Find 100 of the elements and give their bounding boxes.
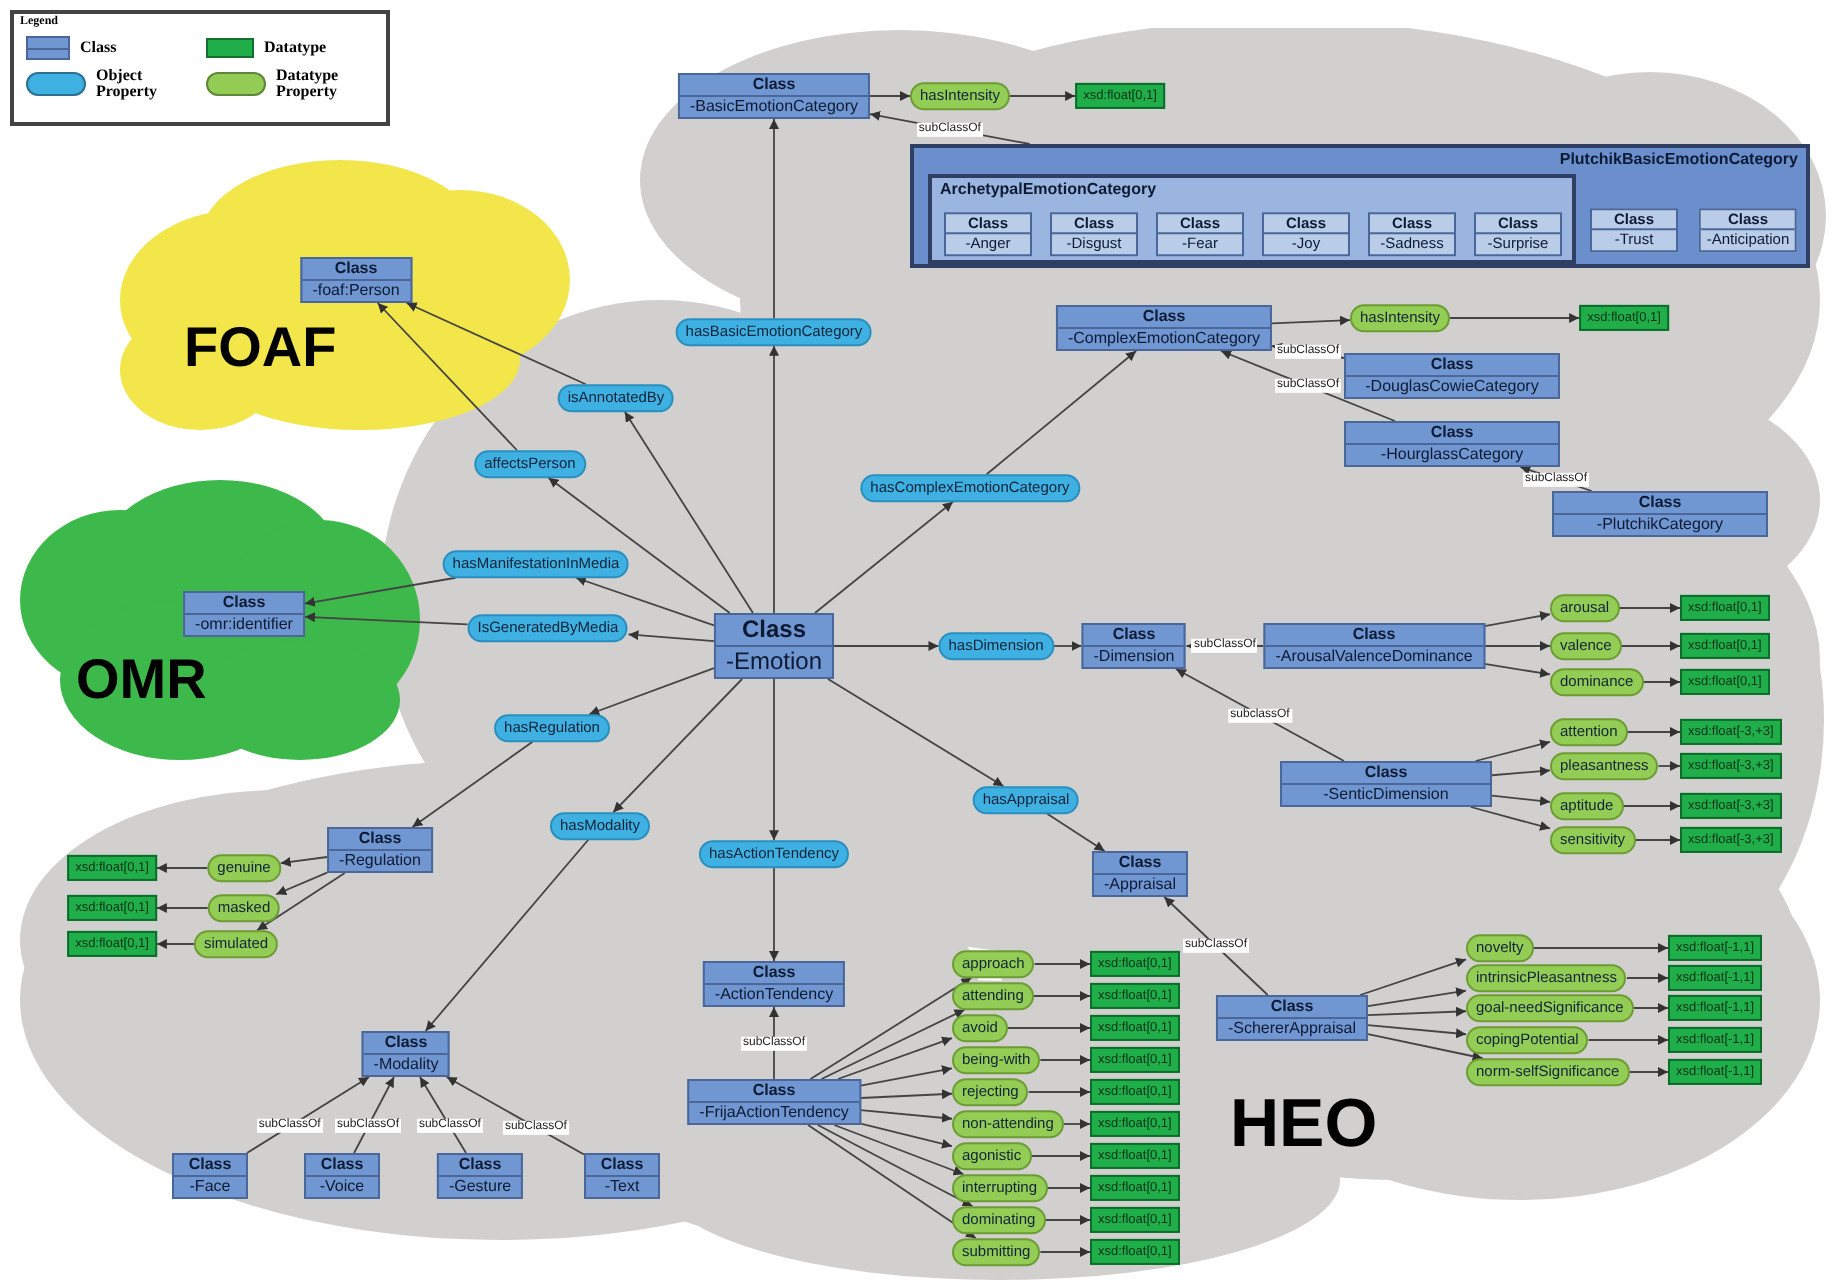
class-box (944, 212, 1032, 256)
arrow (1628, 1067, 1669, 1077)
arrow (424, 838, 590, 1032)
category-group-box (910, 144, 1810, 268)
class-box (300, 257, 412, 303)
group-title: ArchetypalEmotionCategory (940, 180, 1157, 200)
arrow (612, 678, 743, 814)
class-header: Class (438, 1155, 522, 1177)
class-header: Class (1554, 493, 1766, 515)
arrow (1032, 991, 1091, 1001)
class-header: Class (306, 1155, 378, 1177)
category-group-box (928, 174, 1576, 264)
class-box (183, 591, 305, 637)
class-name: -Voice (317, 1177, 367, 1197)
class-box (1263, 623, 1485, 669)
arrow (1626, 727, 1681, 737)
arrow (1033, 959, 1091, 969)
legend-label: Datatype (264, 40, 329, 56)
arrow (1622, 801, 1681, 811)
arrow (1491, 794, 1551, 806)
arrow (869, 91, 911, 101)
arrow (827, 678, 1005, 788)
arrow (623, 410, 754, 614)
arrow (1359, 957, 1467, 996)
arrow (1062, 1119, 1091, 1129)
group-title: PlutchikBasicEmotionCategory (1559, 150, 1798, 170)
arrow (859, 1065, 953, 1087)
class-name: -Dimension (1091, 647, 1177, 667)
legend-label: Class (80, 40, 119, 56)
class-box (1590, 208, 1678, 252)
class-header: Class (1083, 625, 1185, 647)
class-header: Class (1282, 763, 1490, 785)
class-box (436, 1153, 524, 1199)
class-box (327, 827, 433, 873)
class-name: -BasicEmotionCategory (687, 97, 861, 117)
class-header: Class (704, 963, 844, 985)
arrow (1046, 1183, 1091, 1193)
class-header: Class (1057, 307, 1271, 329)
class-name: -foaf:Person (310, 281, 402, 301)
class-name: -Gesture (446, 1177, 514, 1197)
class-header: Class (1217, 997, 1367, 1019)
arrow (816, 1124, 974, 1208)
arrow (769, 866, 779, 962)
class-box (1552, 491, 1768, 537)
class-name: -ArousalValenceDominance (1273, 647, 1475, 667)
arrow (859, 1089, 953, 1100)
arrow (1587, 1035, 1669, 1045)
cloud-title: OMR (76, 652, 207, 708)
arrow (1007, 1023, 1091, 1033)
arrow (1046, 812, 1106, 852)
class-header: Class (1094, 853, 1186, 875)
arrow (376, 302, 518, 452)
arrow (1367, 1033, 1484, 1062)
class-name: -Text (602, 1177, 642, 1197)
arrow (769, 118, 779, 320)
arrow (1469, 806, 1551, 831)
class-box (1262, 212, 1350, 256)
class-box (1156, 212, 1244, 256)
arrow (1367, 987, 1467, 1007)
class-header: Class (689, 1081, 859, 1103)
class-name: -ComplexEmotionCategory (1065, 329, 1263, 349)
arrow (1634, 835, 1681, 845)
arrow (833, 641, 940, 651)
class-header: Class (174, 1155, 246, 1177)
arrow (1039, 1055, 1091, 1065)
class-box (584, 1153, 660, 1199)
arrow (627, 630, 715, 643)
arrow (1474, 739, 1551, 762)
arrow (820, 1008, 966, 1080)
class-header: Class (302, 259, 410, 281)
class-name: -Modality (371, 1055, 441, 1075)
class-name: -Emotion (723, 647, 825, 677)
class-header: Class (1265, 625, 1483, 647)
arrow (275, 871, 328, 896)
class-box (1081, 623, 1187, 669)
class-name: -Regulation (337, 851, 423, 871)
arrow (1030, 1151, 1091, 1161)
arrow (814, 500, 954, 614)
arrow (1483, 641, 1551, 651)
arrow (1367, 1024, 1467, 1039)
arrow (1367, 1006, 1467, 1017)
class-header: Class (1346, 423, 1558, 445)
arrow (155, 863, 209, 873)
arrow (1618, 603, 1681, 613)
class-box (1474, 212, 1562, 256)
arrow (256, 872, 346, 932)
class-header: Class (1346, 355, 1558, 377)
arrow (304, 576, 457, 607)
class-box (1344, 421, 1560, 467)
arrow (279, 856, 328, 867)
cloud-title: FOAF (184, 320, 337, 376)
class-box (1092, 851, 1188, 897)
arrow (1626, 973, 1669, 983)
class-box (677, 73, 871, 119)
arrow (837, 1036, 953, 1080)
class-header: Class (363, 1033, 449, 1055)
arrow (807, 1124, 977, 1240)
class-box (1698, 208, 1798, 252)
arrow (833, 1124, 965, 1176)
class-box (1055, 305, 1273, 351)
